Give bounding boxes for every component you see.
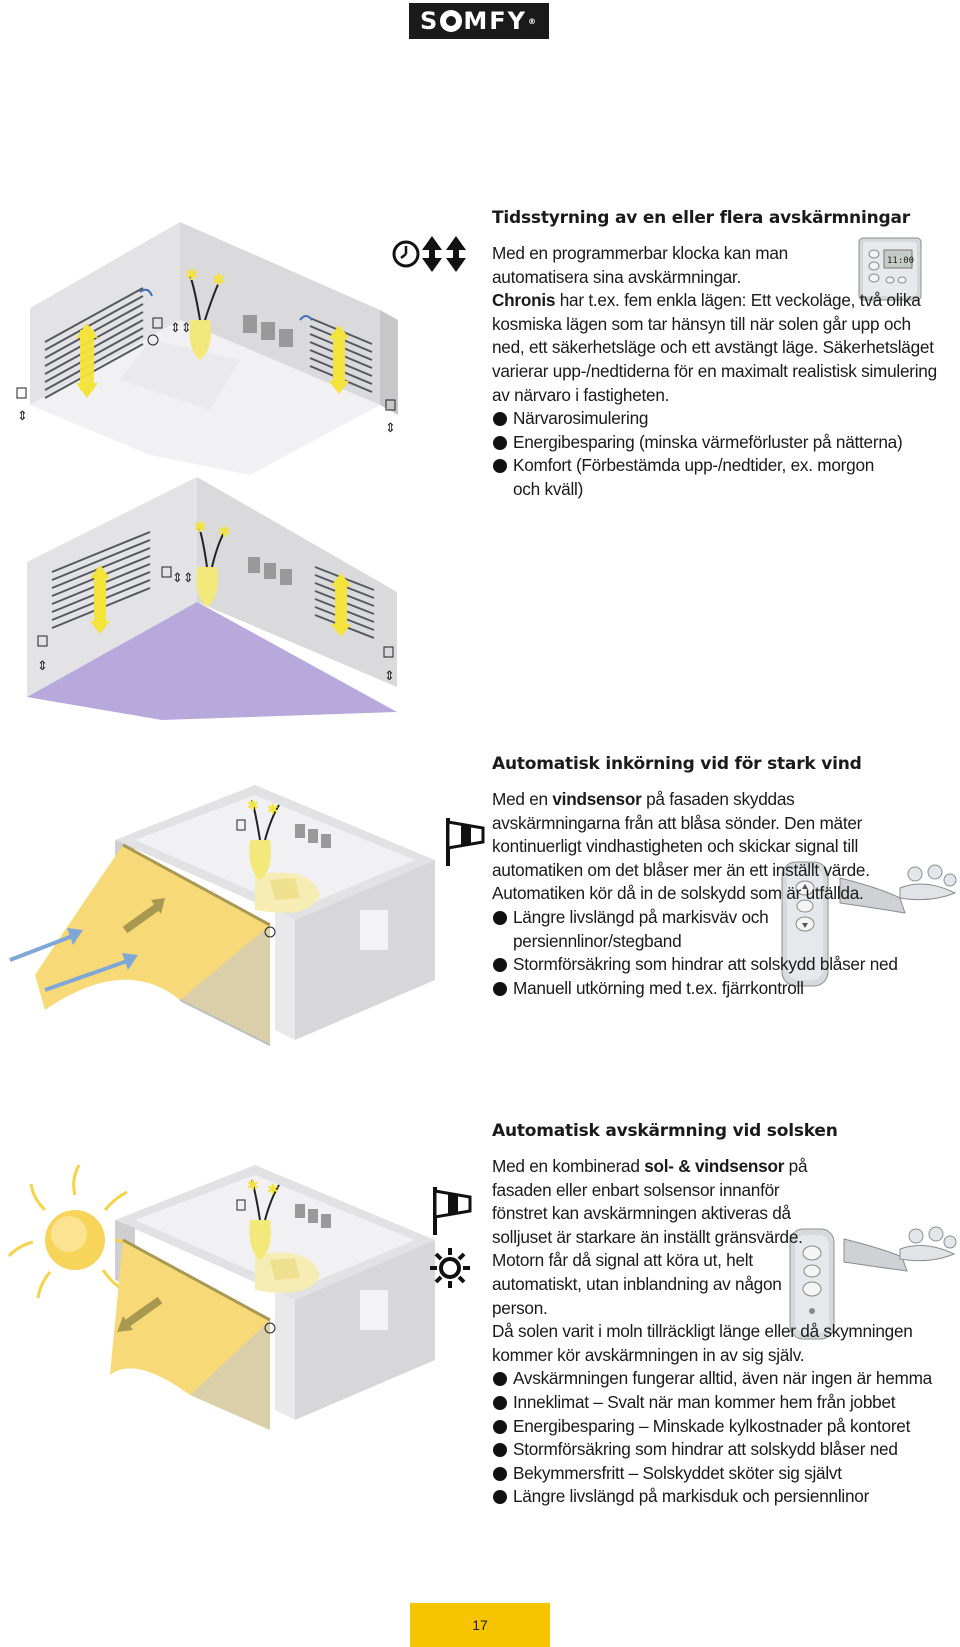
list-item: Närvarosimulering <box>492 407 942 431</box>
list-item: Bekymmersfritt – Solskyddet sköter sig s… <box>492 1462 942 1486</box>
section-wind-control: Automatisk inkörning vid för stark vind … <box>492 754 942 1000</box>
svg-text:✱: ✱ <box>218 524 231 541</box>
list-item: Stormförsäkring som hindrar att solskydd… <box>492 953 942 977</box>
svg-text:⇕: ⇕ <box>384 668 395 683</box>
svg-text:✱: ✱ <box>212 272 225 289</box>
windsock-icon <box>446 818 485 866</box>
bullet-list: Längre livslängd på markisväv och persie… <box>492 906 942 1000</box>
bullet-list: Avskärmningen fungerar alltid, även när … <box>492 1367 942 1509</box>
remote-and-sun-wind-sensor <box>789 1226 957 1340</box>
list-item: Stormförsäkring som hindrar att solskydd… <box>492 1438 942 1462</box>
chronis-timer-device: 11:00 <box>858 237 922 301</box>
page-number: 17 <box>410 1603 550 1647</box>
remote-and-wind-sensor <box>781 861 957 987</box>
svg-text:✱: ✱ <box>247 797 259 813</box>
svg-text:✱: ✱ <box>185 267 198 284</box>
product-description: har t.ex. fem enkla lägen: Ett veckoläge… <box>492 290 937 405</box>
device-display-text: 11:00 <box>887 256 914 266</box>
list-item: Längre livslängd på markisduk och persie… <box>492 1485 942 1509</box>
section-title: Automatisk avskärmning vid solsken <box>492 1121 838 1141</box>
section-intro: Med en programmerbar klocka kan man auto… <box>492 243 788 287</box>
clock-updown-icon <box>392 236 466 272</box>
logo-text-rest: MFY <box>463 7 527 35</box>
list-item: Avskärmningen fungerar alltid, även när … <box>492 1367 942 1391</box>
windsock-icon <box>433 1187 472 1235</box>
awning-wind-illustration: ✱✱ <box>9 785 435 1046</box>
section-body: Chronis har t.ex. fem enkla lägen: Ett v… <box>492 289 942 407</box>
list-item: Längre livslängd på markisväv och persie… <box>492 906 792 953</box>
product-name: Chronis <box>492 290 556 311</box>
svg-text:⇕: ⇕ <box>385 420 396 435</box>
awning-sun-illustration: ✱✱ <box>7 1164 435 1430</box>
svg-text:⇕: ⇕ <box>37 658 48 673</box>
section-body: Då solen varit i moln tillräckligt länge… <box>492 1321 913 1365</box>
svg-text:✱: ✱ <box>267 1181 279 1197</box>
svg-text:✱: ✱ <box>247 1177 259 1193</box>
svg-text:⇕⇕: ⇕⇕ <box>170 320 192 335</box>
svg-text:⇕: ⇕ <box>17 408 28 423</box>
svg-text:✱: ✱ <box>267 801 279 817</box>
list-item: Energibesparing (minska värmeförluster p… <box>492 431 942 455</box>
section-title: Tidsstyrning av en eller flera avskärmni… <box>492 208 910 228</box>
section-time-control: Tidsstyrning av en eller flera avskärmni… <box>492 208 942 502</box>
list-item: Energibesparing – Minskade kylkostnader … <box>492 1415 942 1439</box>
sun-icon <box>430 1248 470 1288</box>
svg-text:✱: ✱ <box>194 519 207 536</box>
section-sun-control: Automatisk avskärmning vid solsken Med e… <box>492 1121 942 1509</box>
sensor-name: vindsensor <box>552 789 642 809</box>
bullet-list: Närvarosimulering Energibesparing (minsk… <box>492 407 942 501</box>
list-item: Inneklimat – Svalt när man kommer hem fr… <box>492 1391 942 1415</box>
room-illustration-day: ✱ ✱ ⇕ ⇕⇕ ⇕ <box>16 222 398 475</box>
sensor-name: sol- & vindsensor <box>644 1156 785 1176</box>
svg-text:⇕⇕: ⇕⇕ <box>172 570 194 585</box>
list-item: Manuell utkörning med t.ex. fjärrkontrol… <box>492 977 942 1001</box>
logo-o-mark <box>440 10 463 32</box>
section-intro: Med en vindsensor på fasaden skyddas avs… <box>492 789 870 904</box>
list-item: Komfort (Förbestämda upp-/nedtider, ex. … <box>492 454 882 501</box>
logo-text-s: S <box>420 7 440 35</box>
section-title: Automatisk inkörning vid för stark vind <box>492 754 862 774</box>
section-intro: Med en kombinerad sol- & vindsensor på f… <box>492 1156 808 1318</box>
room-illustration-night: ✱ ✱ ⇕ ⇕⇕ ⇕ <box>27 477 397 720</box>
